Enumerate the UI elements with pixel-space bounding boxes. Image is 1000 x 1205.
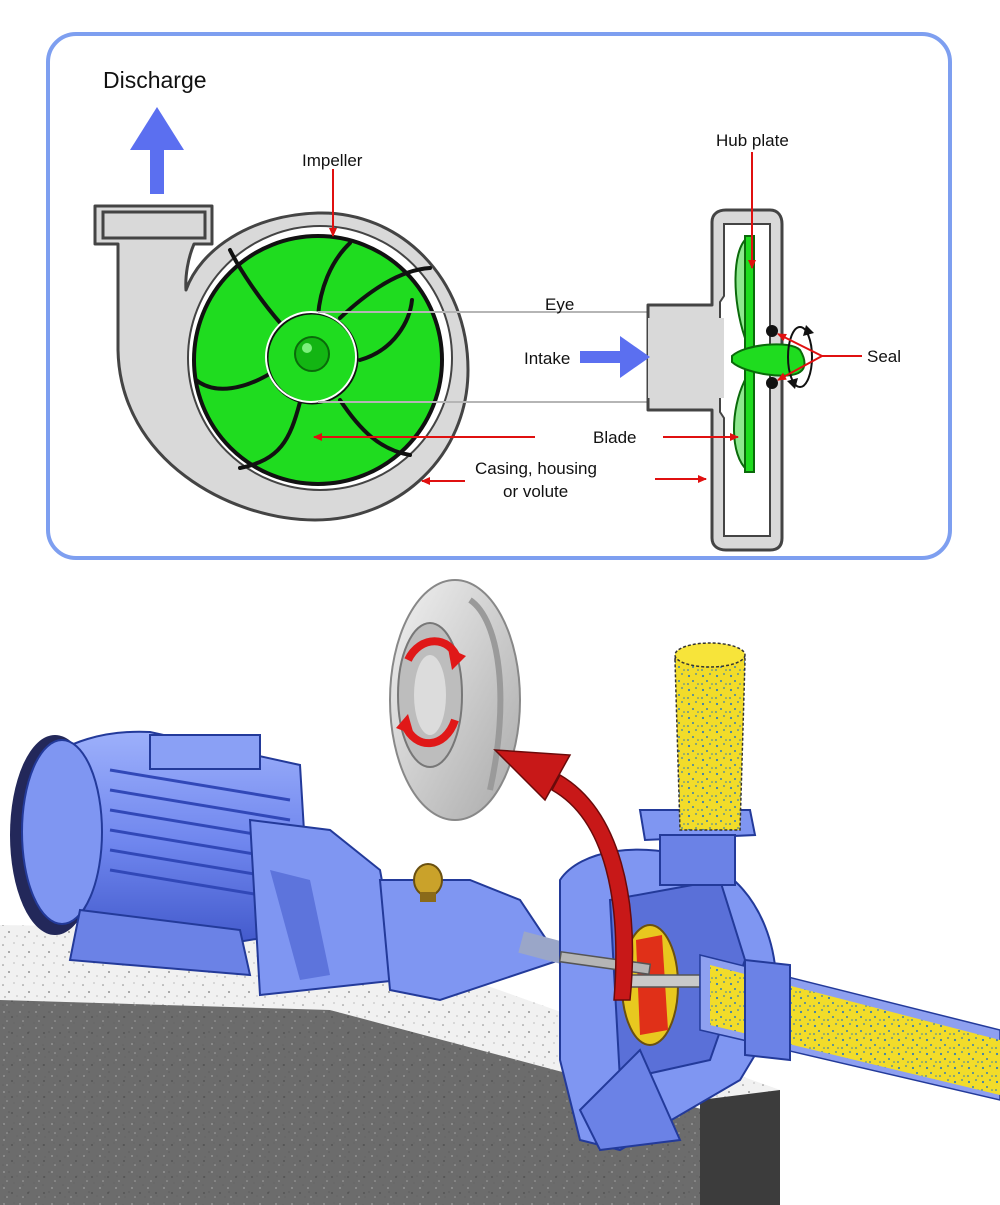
discharge-label: Discharge	[103, 67, 207, 93]
exploded-impeller-wheel	[389, 579, 521, 821]
impeller-cutaway	[558, 924, 701, 1046]
hub-plate-label: Hub plate	[716, 131, 789, 150]
casing-label-line2: or volute	[503, 482, 568, 501]
seal-label: Seal	[867, 347, 901, 366]
impeller-front-view	[192, 234, 444, 486]
casing-label-line1: Casing, housing	[475, 459, 597, 478]
rotation-callout-arrow	[493, 749, 634, 1001]
leader-lines	[313, 152, 862, 485]
blade-label: Blade	[593, 428, 636, 447]
intake-label: Intake	[524, 349, 570, 368]
intake-arrow	[580, 336, 650, 378]
electric-motor	[10, 730, 402, 997]
discharge-pipe	[674, 642, 746, 831]
eye-guide-lines	[318, 311, 648, 403]
discharge-arrow	[130, 107, 184, 194]
eye-label: Eye	[545, 295, 574, 314]
pump-side-section	[646, 208, 814, 552]
bearing-housing	[378, 863, 592, 1002]
intake-pipe	[699, 954, 1000, 1101]
impeller-label: Impeller	[302, 151, 363, 170]
